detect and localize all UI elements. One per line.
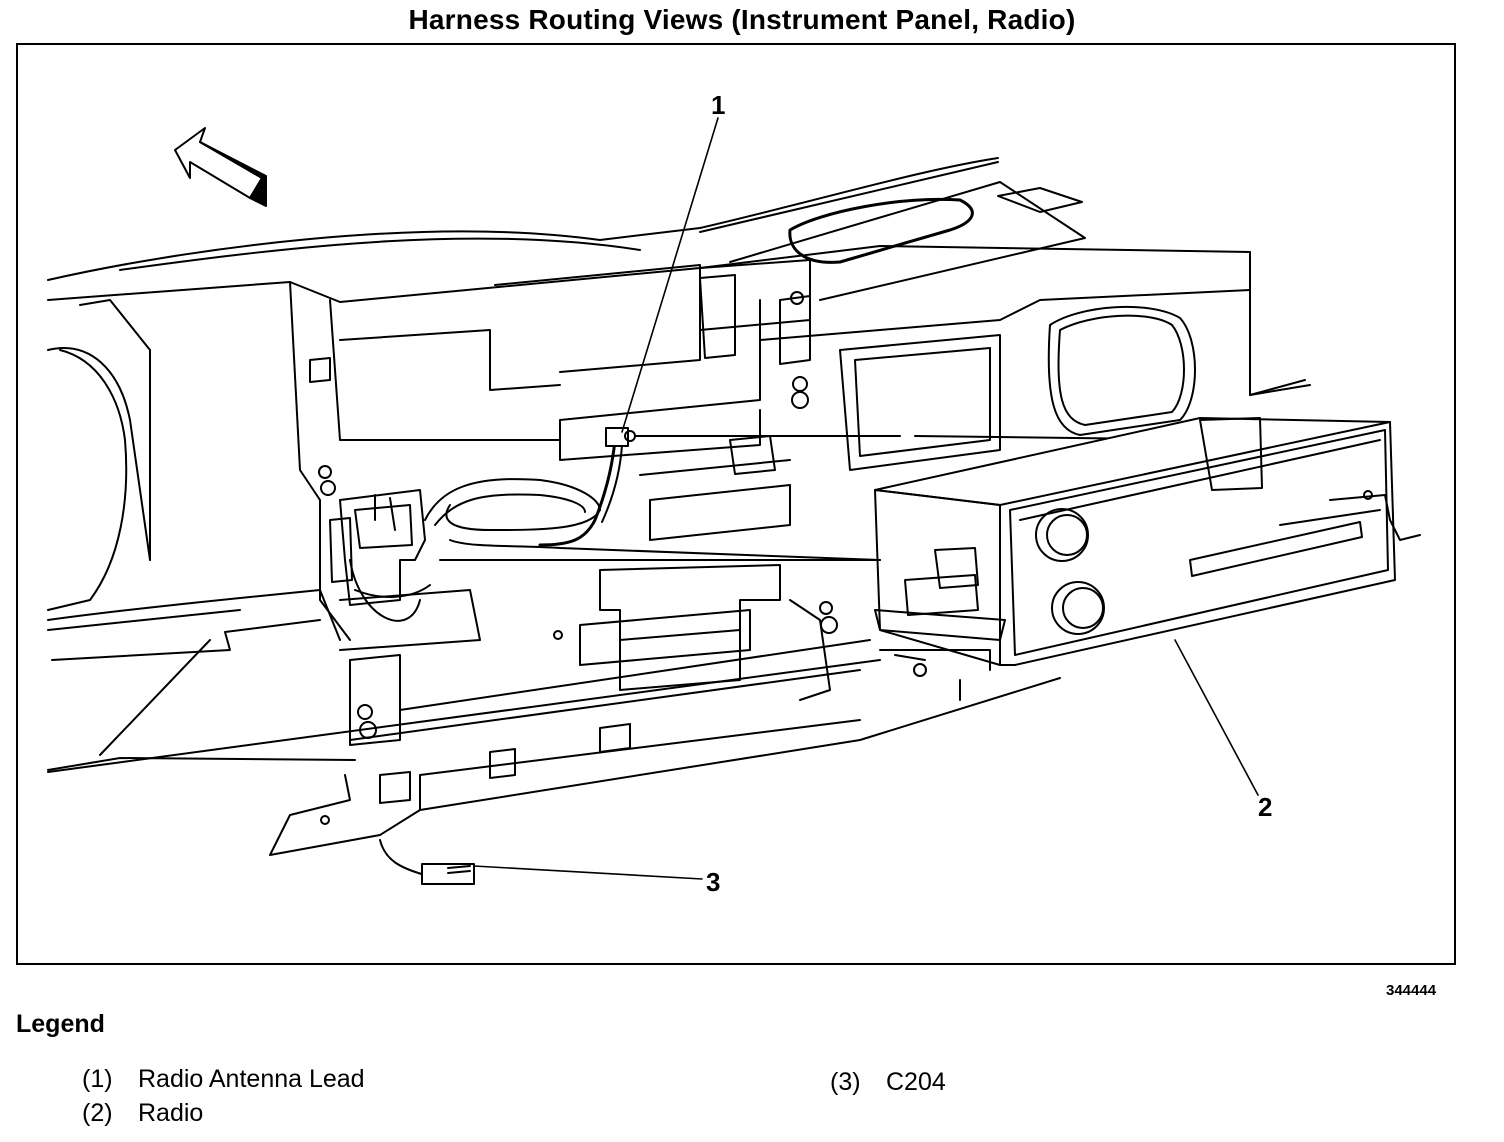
radio-unit <box>874 417 1421 666</box>
dash-top-surface <box>47 157 1086 301</box>
legend-item-number: (1) <box>82 1065 113 1093</box>
leader-lines <box>473 117 1259 880</box>
legend-item-label: C204 <box>886 1068 946 1096</box>
legend-item-number: (3) <box>830 1068 861 1096</box>
front-direction-arrow-icon <box>174 127 267 207</box>
radio-cavity <box>553 435 838 701</box>
callout-3: 3 <box>706 867 721 897</box>
leader-line-1 <box>621 117 719 433</box>
figure-id: 344444 <box>1386 982 1437 999</box>
legend-item-number: (2) <box>82 1099 113 1127</box>
leader-line-3 <box>473 865 703 880</box>
callout-2: 2 <box>1258 792 1273 822</box>
c204-connector <box>379 839 475 885</box>
leader-line-2 <box>1174 639 1259 796</box>
legend-item-label: Radio Antenna Lead <box>138 1065 365 1093</box>
callout-1: 1 <box>711 90 726 120</box>
legend-item-label: Radio <box>138 1099 204 1127</box>
lower-dash-trim <box>47 589 1061 856</box>
wiring-harness <box>424 478 881 561</box>
illustration-frame <box>16 43 1456 965</box>
diagram-title: Harness Routing Views (Instrument Panel,… <box>408 4 1076 35</box>
connector-cluster <box>318 465 431 622</box>
radio-mounting-bracket <box>874 547 1006 701</box>
legend-heading: Legend <box>16 1010 105 1038</box>
